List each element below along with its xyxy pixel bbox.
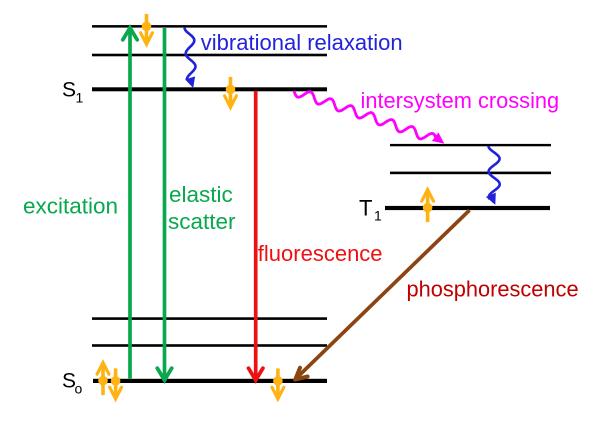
svg-text:elastic: elastic [169,182,233,207]
svg-text:excitation: excitation [23,194,118,219]
svg-text:T: T [359,196,372,221]
svg-text:vibrational relaxation: vibrational relaxation [201,30,403,55]
svg-text:o: o [75,381,83,397]
svg-text:1: 1 [374,208,382,224]
svg-text:S: S [62,79,76,102]
svg-text:S: S [62,370,76,393]
svg-text:fluorescence: fluorescence [258,241,383,266]
svg-text:scatter: scatter [168,209,236,234]
svg-text:phosphorescence: phosphorescence [407,277,579,302]
svg-text:intersystem crossing: intersystem crossing [361,88,560,113]
svg-text:1: 1 [76,90,84,106]
